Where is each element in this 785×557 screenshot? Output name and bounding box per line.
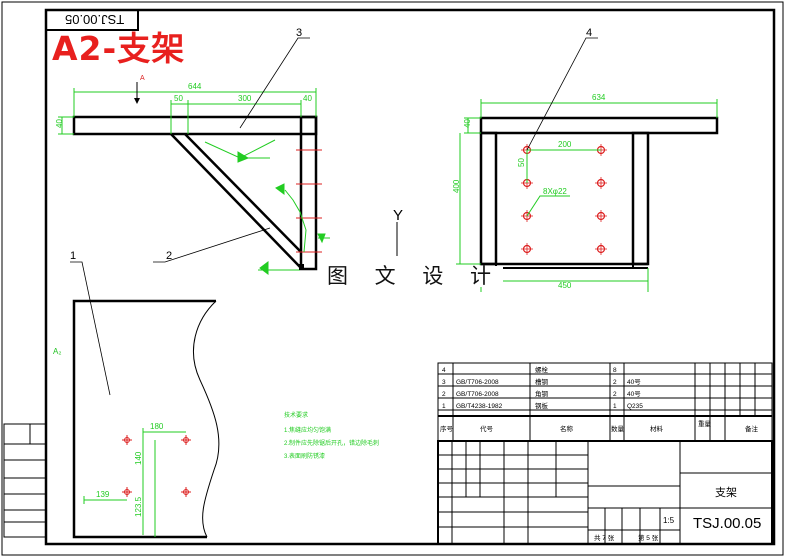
y-axis-label: Y [393,207,404,224]
bom-row-4-no: 4 [442,367,446,374]
side-right-post [631,131,650,266]
bom-row-3-name: 槽钢 [535,377,549,386]
bom-header-name: 名称 [560,424,574,433]
drawing-number: TSJ.00.05 [693,515,762,532]
front-view [58,82,330,275]
dim-thickness: 40 [55,119,64,128]
dim-123-5: 123.5 [134,496,143,517]
dim-644: 644 [188,82,202,91]
bolt-holes [522,145,606,254]
bom-row-3-no: 3 [442,379,446,386]
balloon-3: 3 [296,27,302,39]
bom-header-no: 序号 [440,424,454,433]
side-top-beam [479,116,719,135]
diagonal-brace [170,133,302,269]
bom-row-1-name: 钢板 [535,401,549,410]
side-plate [495,132,634,269]
detail-holes [122,435,191,497]
plate-outline [72,299,216,539]
balloon-1: 1 [70,250,76,262]
title-block [437,440,773,545]
bom-row-3-qty: 2 [613,379,617,386]
hole-callout: 8Xφ22 [543,187,567,196]
bom-row-1-no: 1 [442,403,446,410]
bom-row-2-qty: 2 [613,391,617,398]
hole-centers [521,144,607,255]
view-marker-label: A₂ [53,347,62,356]
bom-row-1-std: GB/T4238-1982 [456,403,503,410]
channel-beam [72,115,318,136]
bom-table [437,362,773,442]
note-1: 1.焦缝应均匀饱满 [284,426,331,434]
dim-200: 200 [558,140,572,149]
side-view [456,99,719,292]
dim-40-side-top: 40 [463,119,472,128]
bom-header-weight: 重量 [698,420,712,428]
vertical-column [299,115,318,271]
dim-50: 50 [174,94,183,103]
balloon-4: 4 [586,27,592,39]
bom-row-2-name: 角钢 [535,389,549,398]
bom-row-2-std: GB/T706-2008 [456,391,499,398]
detail-dimensions [83,428,186,537]
front-dimensions [58,88,330,275]
bom-row-3-std: GB/T706-2008 [456,379,499,386]
dim-139: 139 [96,490,110,499]
dim-40-front: 40 [303,94,312,103]
bom-header-std: 代号 [480,424,494,433]
dim-180: 180 [150,422,164,431]
bom-row-1-qty: 1 [613,403,617,410]
dim-300: 300 [238,94,252,103]
bom-row-1-mat: Q235 [627,403,643,410]
dim-50-side: 50 [517,158,526,167]
drawing-title: A2-支架 [52,29,186,68]
bom-header-qty: 数量 [611,424,625,433]
note-2: 2.制件应先除锯后开孔，错边除毛刺 [284,439,379,447]
dim-634: 634 [592,93,606,102]
top-number-box [45,9,139,31]
note-3: 3.表面刷防锈漆 [284,452,325,460]
bom-row-2-no: 2 [442,391,446,398]
side-dimensions [456,99,718,292]
side-left-post [479,131,498,266]
bom-row-4-qty: 8 [613,367,617,374]
dim-400: 400 [452,179,461,193]
dim-450: 450 [558,281,572,290]
drawing-number-top: TSJ.00.05 [65,12,125,27]
dim-140: 140 [134,451,143,465]
bom-header-note: 备注 [745,424,759,433]
sheet-total: 共 7 张 [594,533,615,542]
inner-border [44,8,776,546]
balloon-leaders [70,37,598,396]
bom-row-2-mat: 40号 [627,390,641,398]
scale-value: 1:5 [663,516,675,525]
balloon-2: 2 [166,250,172,262]
sheet-number: 第 5 张 [638,533,659,542]
part-name: 支架 [715,486,737,499]
bom-header-mat: 材料 [650,424,664,433]
left-strip-table [3,423,47,538]
section-marker: A [140,75,145,82]
bom-row-4-name: 螺栓 [535,365,549,374]
detail-view [72,299,220,539]
notes-heading: 技术要求 [284,411,308,419]
watermark-text: 图 文 设 计 [325,264,504,288]
column-tick-marks [296,149,322,253]
bom-row-3-mat: 40号 [627,378,641,386]
break-line [193,300,220,538]
